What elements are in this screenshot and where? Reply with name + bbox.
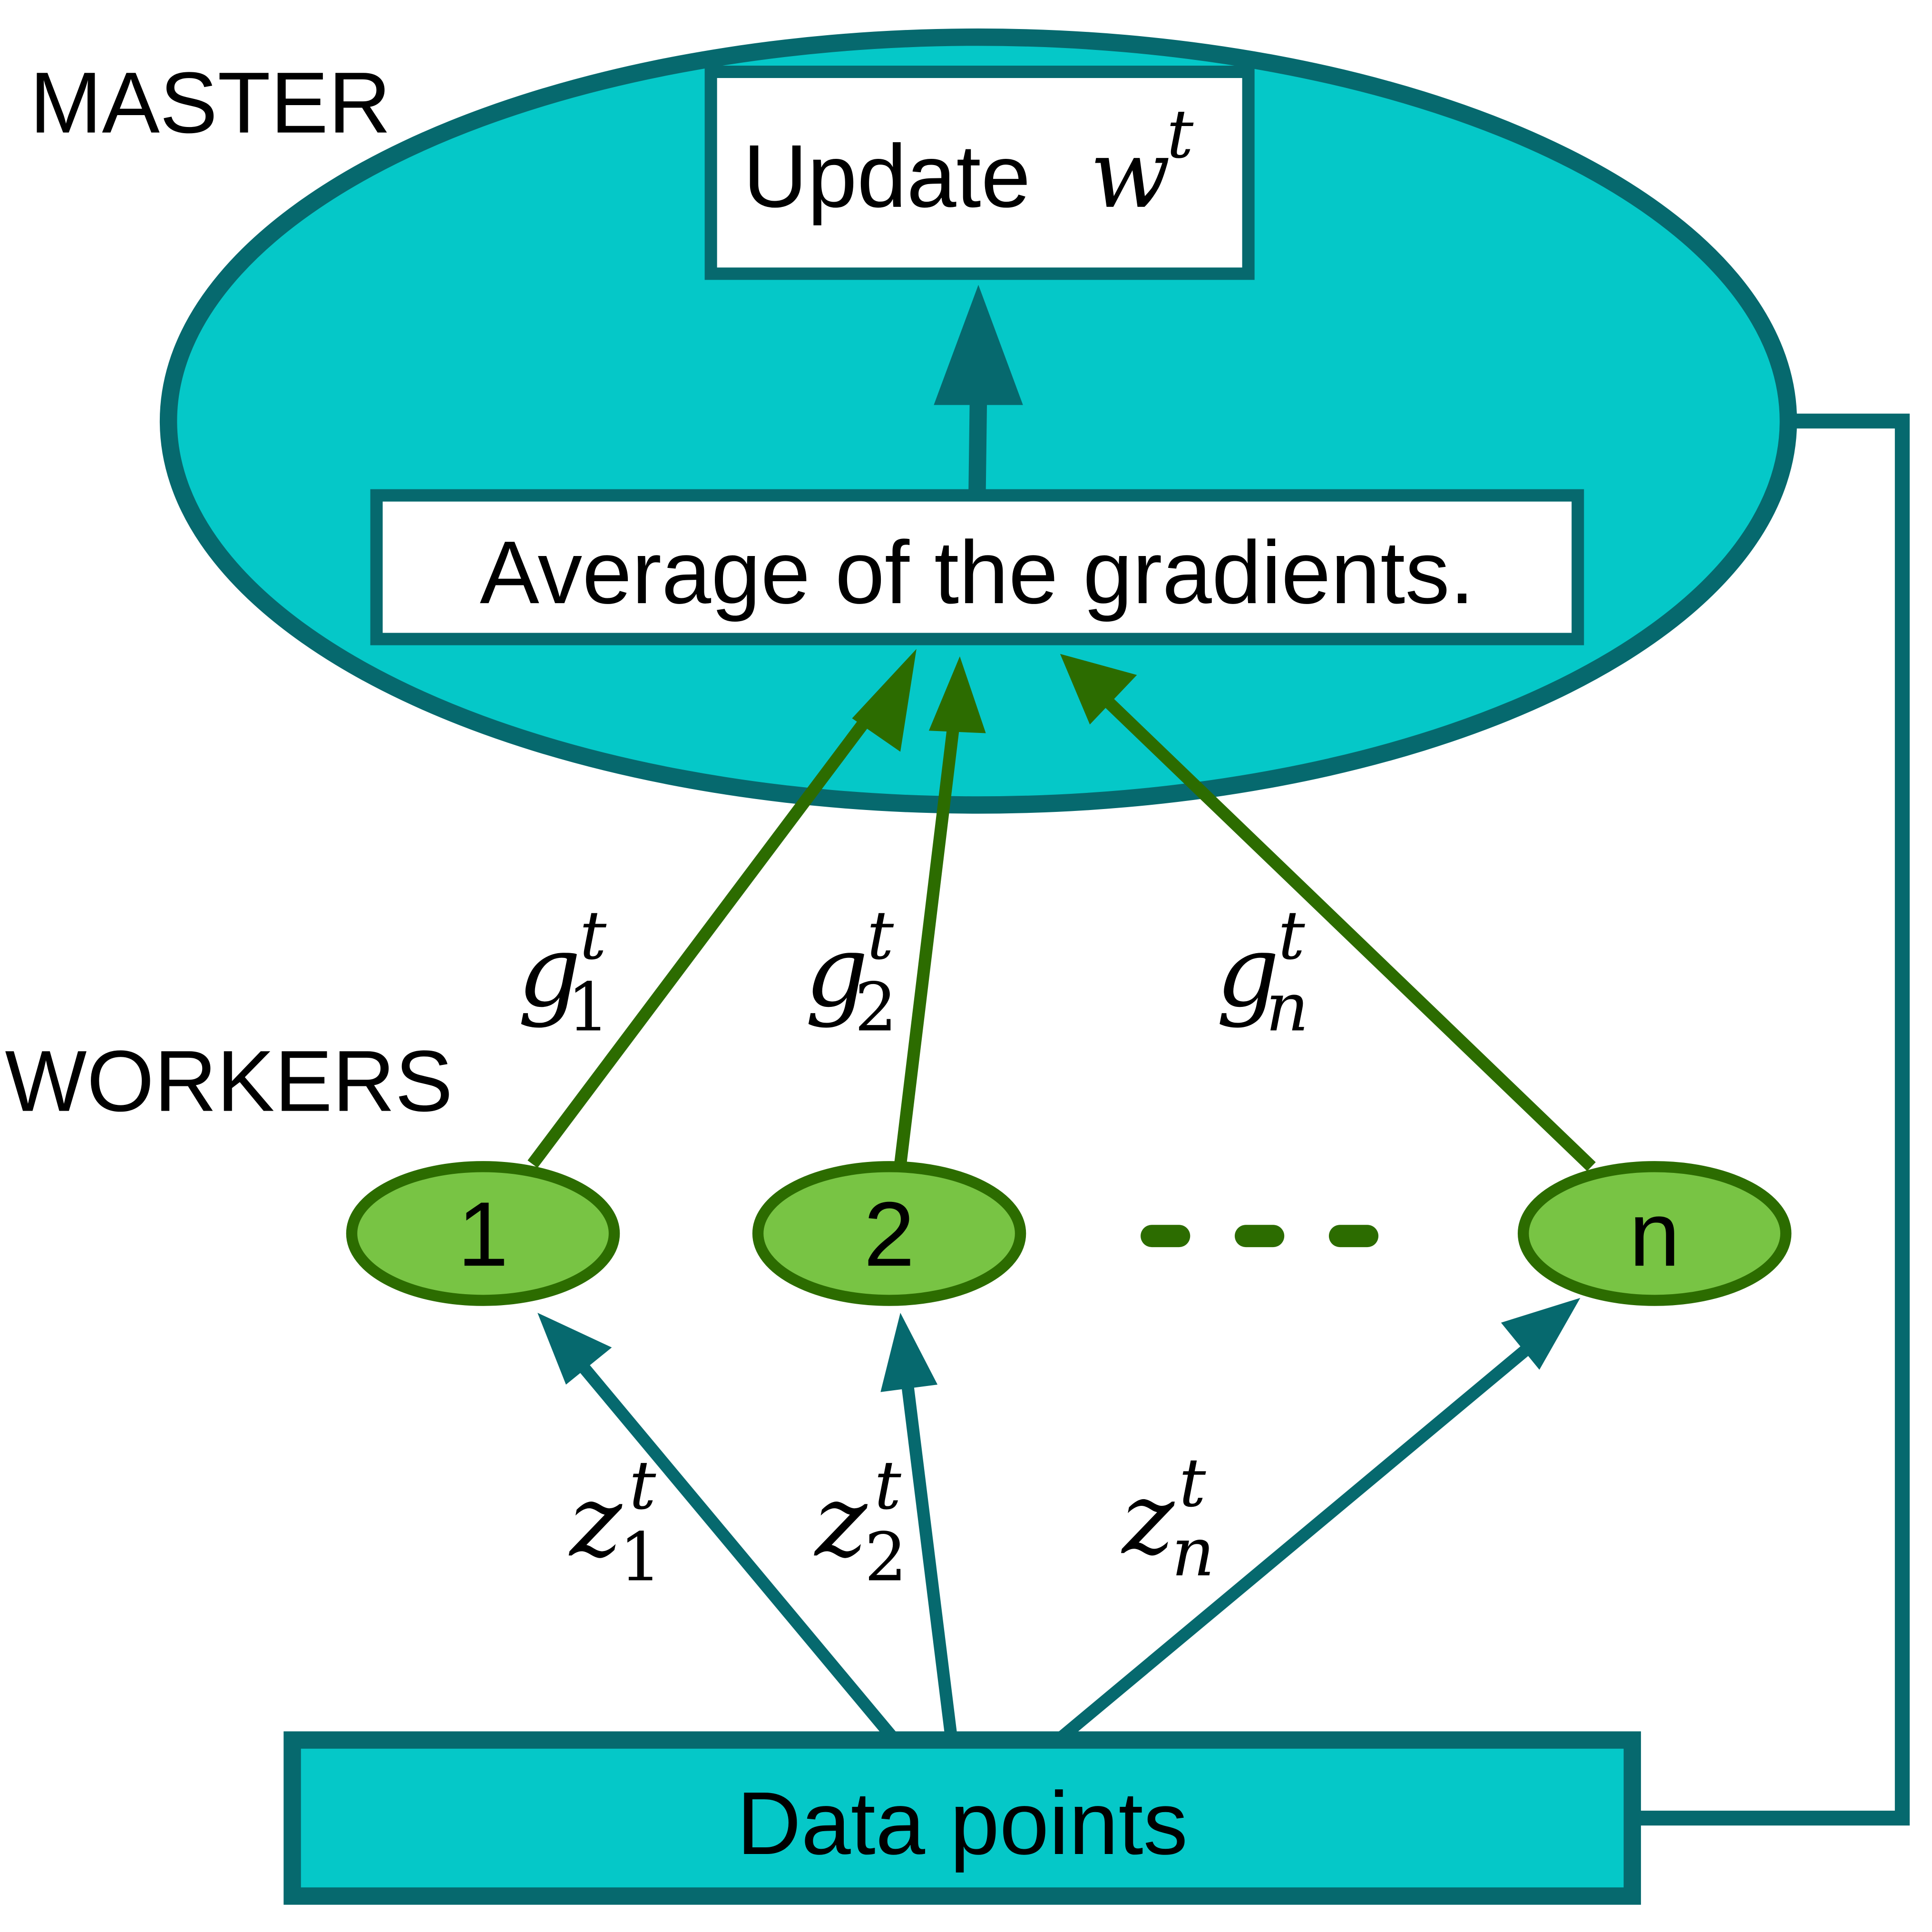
sample-label-n-sup: t: [1179, 1444, 1206, 1522]
gradient-label-n: g t n: [1216, 897, 1309, 1046]
update-box-label: Update: [743, 126, 1031, 226]
sample-label-n: z t n: [1121, 1444, 1215, 1591]
gradient-label-2-sup: t: [867, 897, 894, 975]
feedback-loop-line: [1632, 413, 1910, 1826]
gradient-label-1-sup: t: [580, 897, 607, 975]
data-arrow-1-shaft: [567, 1349, 897, 1740]
gradient-label-1-base: g: [517, 914, 581, 1029]
gradient-arrow-1-head: [852, 649, 917, 752]
gradient-arrow-n-shaft: [1102, 695, 1596, 1171]
data-points-label: Data points: [737, 1773, 1188, 1873]
gradient-label-1-sub: 1: [567, 968, 610, 1046]
master-label: MASTER: [29, 54, 390, 151]
data-arrow-2-shaft: [901, 1386, 957, 1737]
gradient-label-2: g t 2: [805, 897, 898, 1046]
gradient-label-2-sub: 2: [855, 968, 897, 1046]
worker-node-1-label: 1: [458, 1183, 508, 1285]
gradient-arrow-2-head: [928, 656, 986, 733]
gradient-label-1: g t 1: [517, 897, 610, 1046]
worker-node-1: [346, 1161, 620, 1306]
gradient-arrow-1-shaft: [527, 698, 885, 1168]
sample-label-n-sub: n: [1171, 1513, 1215, 1591]
sample-label-2: z t 2: [813, 1446, 907, 1596]
worker-node-n-label: n: [1629, 1183, 1680, 1285]
weight-variable: w: [1090, 119, 1170, 229]
sample-label-2-sup: t: [874, 1446, 901, 1524]
worker-node-2: [752, 1161, 1026, 1306]
sample-label-n-base: z: [1121, 1462, 1175, 1577]
gradient-label-n-base: g: [1216, 914, 1279, 1029]
sample-label-1-sub: 1: [619, 1519, 662, 1597]
sample-label-2-sub: 2: [864, 1519, 907, 1597]
worker-node-2-label: 2: [864, 1183, 915, 1285]
workers-label: WORKERS: [5, 1033, 453, 1130]
gradient-arrow-2-shaft: [894, 723, 960, 1165]
average-to-update-arrowhead: [934, 284, 1023, 405]
gradient-label-n-sub: n: [1266, 968, 1309, 1046]
sample-label-1-base: z: [568, 1464, 623, 1579]
data-arrow-2-head: [880, 1313, 938, 1392]
gradient-arrow-n-head: [1060, 654, 1137, 725]
sample-label-2-base: z: [813, 1464, 868, 1579]
average-box: [370, 489, 1584, 645]
average-to-update-arrow-shaft: [968, 396, 987, 492]
sample-label-1-sup: t: [629, 1446, 656, 1524]
update-box: [704, 66, 1255, 280]
data-arrow-1-head: [537, 1313, 612, 1385]
data-arrow-n-head: [1501, 1298, 1581, 1370]
gradient-label-n-sup: t: [1278, 897, 1305, 975]
average-box-label: Average of the gradients.: [480, 522, 1474, 622]
worker-node-n: [1518, 1161, 1792, 1306]
sample-label-1: z t 1: [568, 1446, 662, 1596]
gradient-label-2-base: g: [805, 914, 868, 1029]
weight-superscript: t: [1167, 96, 1194, 174]
data-points-box: [283, 1731, 1641, 1905]
data-arrow-n-shaft: [1058, 1333, 1545, 1741]
